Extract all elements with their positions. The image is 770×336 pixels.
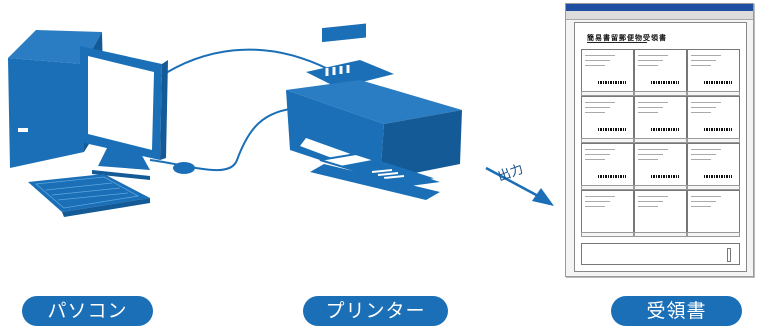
barcode	[704, 175, 732, 178]
barcode	[598, 128, 626, 131]
cable-line-2	[149, 107, 301, 172]
text-line	[638, 65, 658, 66]
receipt-strip	[687, 91, 740, 96]
text-line	[585, 149, 615, 150]
remarks-box	[581, 243, 740, 265]
text-line	[585, 65, 605, 66]
barcode	[704, 81, 732, 84]
document-label: 受領書	[611, 296, 742, 326]
barcode	[704, 128, 732, 131]
text-line	[691, 55, 721, 56]
printer-icon	[286, 23, 462, 200]
receipt-cell	[687, 190, 740, 233]
receipt-strip	[581, 185, 634, 190]
receipt-cell	[634, 190, 687, 233]
text-line	[691, 107, 716, 108]
receipt-strip	[634, 91, 687, 96]
text-line	[691, 201, 716, 202]
receipt-cell	[687, 96, 740, 139]
receipt-strip	[687, 232, 740, 237]
text-line	[638, 107, 663, 108]
text-line	[691, 112, 711, 113]
barcode	[651, 128, 679, 131]
text-line	[691, 65, 711, 66]
text-line	[691, 60, 716, 61]
desktop-computer-icon	[8, 30, 195, 217]
receipt-cell	[581, 143, 634, 186]
thumbnail-titlebar	[566, 4, 753, 11]
text-line	[585, 60, 610, 61]
text-line	[638, 159, 658, 160]
heading-underline	[587, 42, 647, 43]
text-line	[638, 60, 663, 61]
receipt-strip	[581, 232, 634, 237]
receipt-cell	[581, 96, 634, 139]
text-line	[585, 159, 605, 160]
printer-label: プリンター	[303, 296, 448, 326]
remarks-tab	[727, 248, 731, 262]
text-line	[638, 196, 668, 197]
text-line	[638, 55, 668, 56]
receipt-cell	[634, 143, 687, 186]
text-line	[638, 149, 668, 150]
computer-label: パソコン	[22, 296, 153, 326]
receipt-grid	[581, 49, 740, 239]
text-line	[691, 149, 721, 150]
receipt-cell	[687, 49, 740, 92]
barcode	[651, 81, 679, 84]
document-heading: 簡易書留郵便物受領書	[587, 34, 667, 42]
text-line	[585, 196, 615, 197]
text-line	[638, 112, 658, 113]
text-line	[585, 206, 605, 207]
barcode	[598, 81, 626, 84]
receipt-strip	[634, 232, 687, 237]
text-line	[691, 102, 721, 103]
text-line	[585, 55, 615, 56]
thumbnail-toolbar	[566, 11, 753, 20]
text-line	[585, 112, 605, 113]
text-line	[638, 154, 663, 155]
text-line	[585, 201, 610, 202]
text-line	[638, 201, 663, 202]
cable-line	[157, 48, 331, 79]
receipt-strip	[634, 185, 687, 190]
receipt-strip	[581, 138, 634, 143]
receipt-strip	[687, 185, 740, 190]
text-line	[585, 102, 615, 103]
thumbnail-page: 簡易書留郵便物受領書	[574, 22, 747, 272]
receipt-strip	[687, 138, 740, 143]
text-line	[691, 196, 721, 197]
document-thumbnail: 簡易書留郵便物受領書	[565, 3, 754, 277]
receipt-cell	[634, 96, 687, 139]
text-line	[691, 206, 711, 207]
receipt-cell	[687, 143, 740, 186]
barcode	[598, 175, 626, 178]
text-line	[691, 159, 711, 160]
output-arrow-icon	[485, 166, 554, 206]
text-line	[585, 107, 610, 108]
receipt-strip	[581, 91, 634, 96]
text-line	[638, 102, 668, 103]
receipt-cell	[581, 49, 634, 92]
text-line	[691, 154, 716, 155]
receipt-cell	[634, 49, 687, 92]
receipt-cell	[581, 190, 634, 233]
text-line	[638, 206, 658, 207]
receipt-strip	[634, 138, 687, 143]
barcode	[651, 175, 679, 178]
text-line	[585, 154, 610, 155]
